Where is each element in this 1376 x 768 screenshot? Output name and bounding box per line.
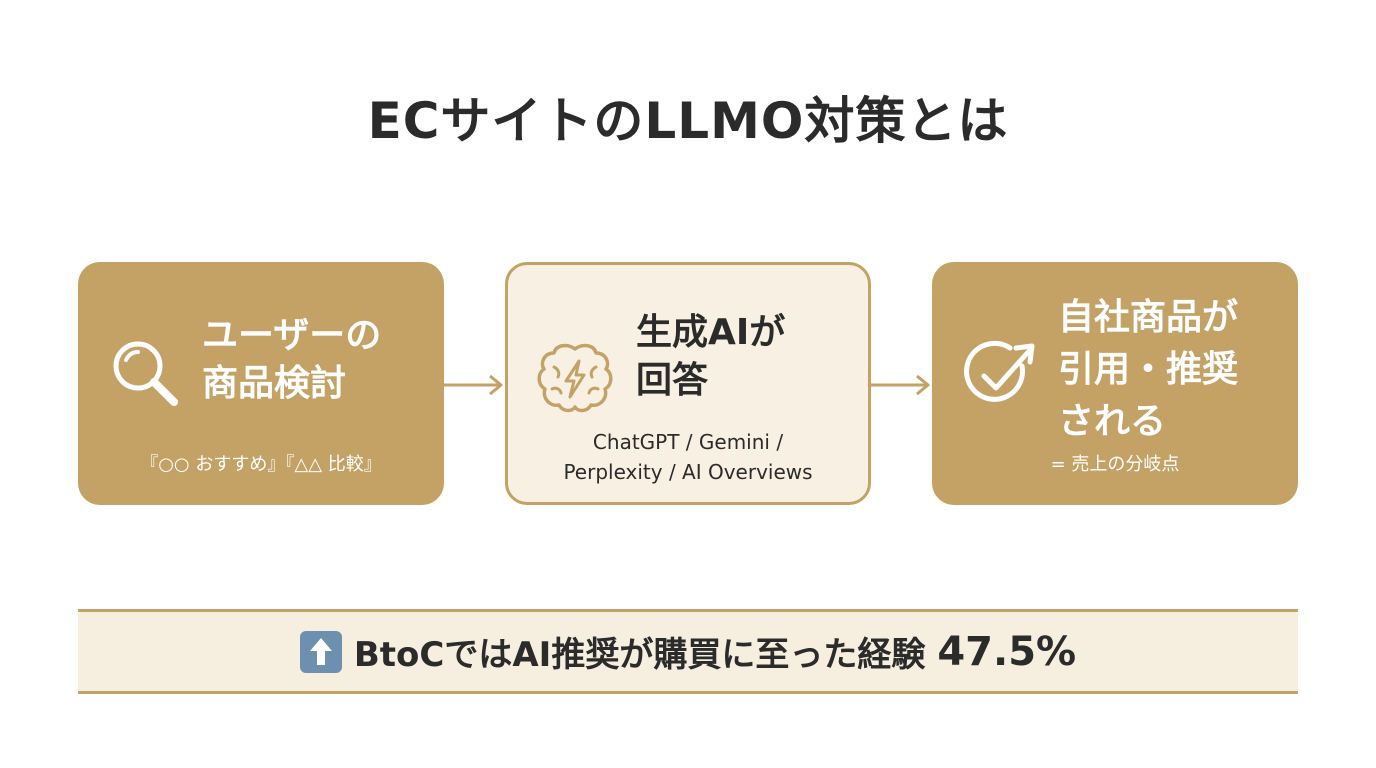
step-subtext: 『○○ おすすめ』『△△ 比較』: [140, 454, 382, 475]
stat-value: 47.5%: [937, 628, 1077, 675]
ai-brain-icon: [534, 341, 616, 419]
arrow-right-icon: [444, 374, 506, 400]
step-heading-line: 商品検討: [202, 363, 347, 404]
stat-text: BtoCではAI推奨が購買に至った経験: [353, 635, 926, 675]
step-heading-line: 回答: [636, 360, 709, 401]
step-heading-line: 引用・推奨: [1058, 349, 1239, 390]
step-subtext-line: ChatGPT / Gemini /: [592, 430, 784, 454]
search-icon: [108, 336, 184, 416]
step-subtext: = 売上の分岐点: [1050, 454, 1180, 475]
step-heading: 生成AIが 回答: [636, 309, 785, 405]
step-heading-line: される: [1058, 401, 1167, 442]
step-heading: 自社商品が 引用・推奨 される: [1058, 292, 1238, 448]
step-card-ai-answer: 生成AIが 回答 ChatGPT / Gemini / Perplexity /…: [505, 262, 871, 505]
stat-banner: BtoCではAI推奨が購買に至った経験 47.5%: [78, 609, 1298, 694]
step-heading: ユーザーの 商品検討: [202, 312, 381, 408]
check-growth-icon: [962, 336, 1042, 420]
step-heading-line: ユーザーの: [202, 315, 382, 356]
step-heading-line: 自社商品が: [1058, 297, 1239, 338]
step-card-user-consideration: ユーザーの 商品検討 『○○ おすすめ』『△△ 比較』: [78, 262, 444, 505]
page-title: ECサイトのLLMO対策とは: [367, 92, 1009, 150]
step-card-product-recommended: 自社商品が 引用・推奨 される = 売上の分岐点: [932, 262, 1298, 505]
step-subtext: ChatGPT / Gemini / Perplexity / AI Overv…: [508, 427, 868, 487]
step-heading-line: 生成AIが: [636, 312, 786, 353]
step-subtext-line: Perplexity / AI Overviews: [563, 460, 813, 484]
arrow-right-icon: [871, 374, 933, 400]
up-arrow-icon: [299, 630, 342, 673]
